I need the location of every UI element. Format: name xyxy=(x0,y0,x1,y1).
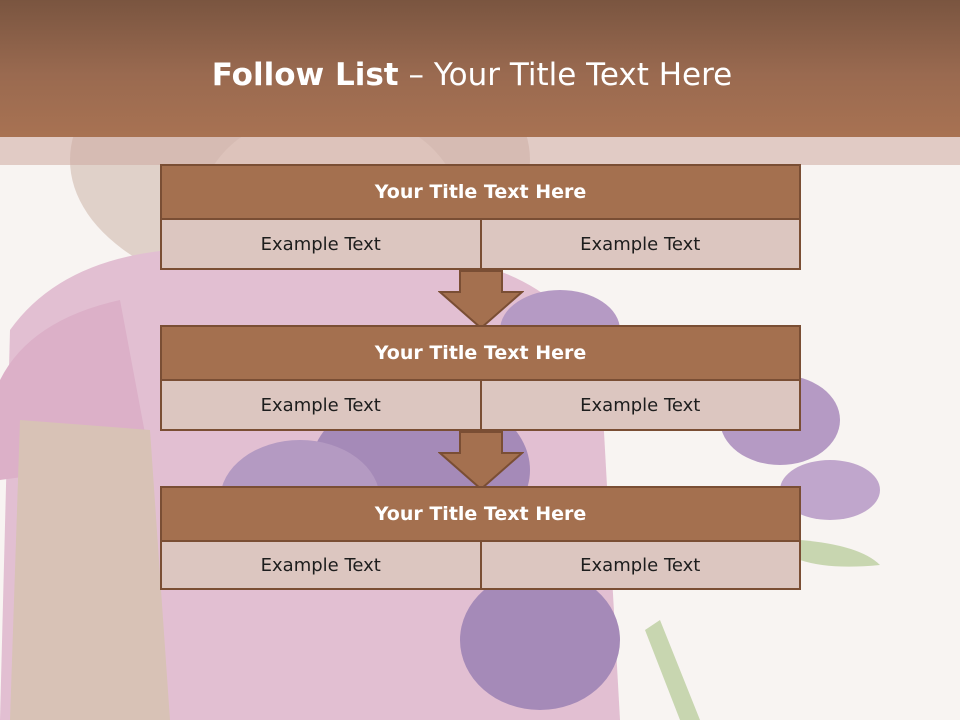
block-cell-left: Example Text xyxy=(160,220,480,270)
down-arrow-icon xyxy=(438,431,524,491)
list-block-1: Your Title Text Here Example Text Exampl… xyxy=(160,164,801,270)
block-title: Your Title Text Here xyxy=(160,486,801,542)
block-cell-left: Example Text xyxy=(160,381,480,431)
header-band xyxy=(0,0,960,137)
block-title: Your Title Text Here xyxy=(160,325,801,381)
slide-title-bold: Follow List xyxy=(211,57,399,93)
block-title: Your Title Text Here xyxy=(160,164,801,220)
block-cell-right: Example Text xyxy=(479,542,801,590)
list-block-2: Your Title Text Here Example Text Exampl… xyxy=(160,325,801,431)
block-cell-right: Example Text xyxy=(479,220,801,270)
block-cell-left: Example Text xyxy=(160,542,480,590)
block-cell-right: Example Text xyxy=(479,381,801,431)
slide-title-rest: – Your Title Text Here xyxy=(408,57,733,93)
list-block-3: Your Title Text Here Example Text Exampl… xyxy=(160,486,801,590)
block-row: Example Text Example Text xyxy=(160,220,801,270)
block-row: Example Text Example Text xyxy=(160,381,801,431)
slide-title: Follow List – Your Title Text Here xyxy=(0,52,944,98)
down-arrow-icon xyxy=(438,270,524,330)
block-row: Example Text Example Text xyxy=(160,542,801,590)
header-strip xyxy=(0,137,960,165)
